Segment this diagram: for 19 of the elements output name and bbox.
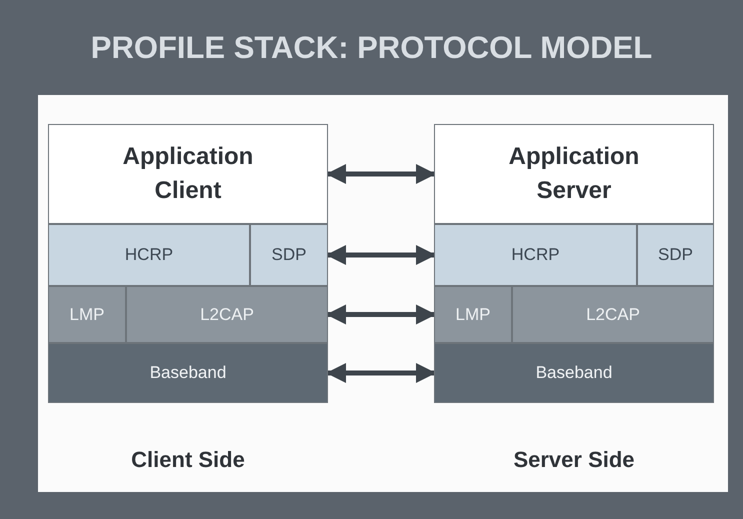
protocol-layer: SDP: [250, 224, 328, 286]
double-arrow: [326, 164, 436, 184]
protocol-layer: L2CAP: [126, 286, 328, 343]
diagram-title: PROFILE STACK: PROTOCOL MODEL: [90, 30, 654, 66]
protocol-layer: Baseband: [48, 343, 328, 403]
double-arrow: [326, 363, 436, 383]
protocol-layer: LMP: [48, 286, 126, 343]
double-arrow: [326, 304, 436, 324]
protocol-layer: HCRP: [434, 224, 637, 286]
protocol-layer: LMP: [434, 286, 512, 343]
protocol-layer: HCRP: [48, 224, 250, 286]
application-layer: Application Server: [434, 124, 714, 224]
stack-heading: Server Side: [512, 446, 636, 474]
stack-heading: Client Side: [130, 446, 246, 474]
application-layer: Application Client: [48, 124, 328, 224]
protocol-layer: Baseband: [434, 343, 714, 403]
protocol-layer: SDP: [637, 224, 714, 286]
double-arrow: [326, 245, 436, 265]
protocol-layer: L2CAP: [512, 286, 714, 343]
